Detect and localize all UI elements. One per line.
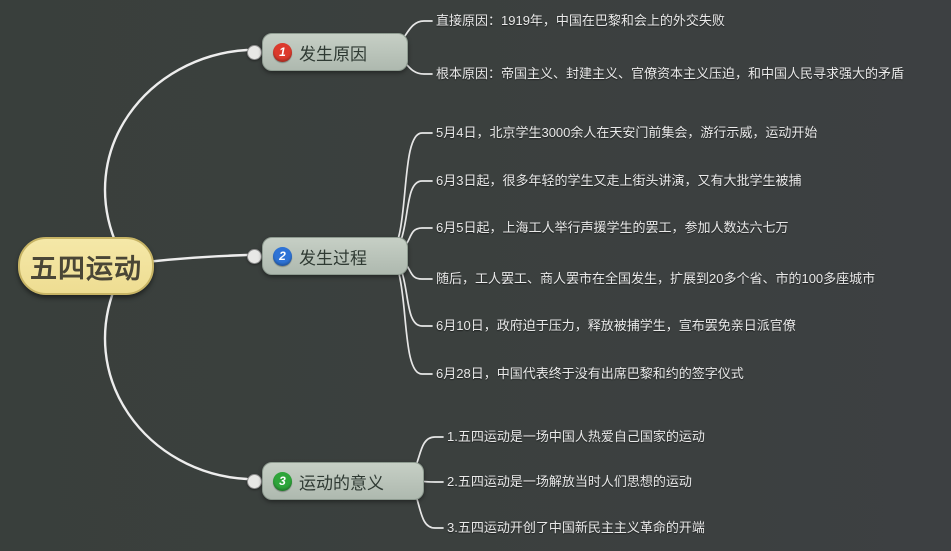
branch-label-causes: 发生原因 (299, 44, 367, 64)
leaf-meaning-revolution[interactable]: 3.五四运动开创了中国新民主主义革命的开端 (447, 520, 705, 535)
leaf-process-jun10[interactable]: 6月10日，政府迫于压力，释放被捕学生，宣布罢免亲日派官僚 (436, 318, 796, 333)
branch-node-causes[interactable]: 1 发生原因 (262, 33, 408, 71)
root-topic-label: 五四运动 (30, 253, 142, 284)
leaf-direct-cause[interactable]: 直接原因：1919年，中国在巴黎和会上的外交失败 (436, 13, 725, 28)
priority-2-badge: 2 (273, 246, 292, 266)
priority-1-badge: 1 (273, 42, 292, 62)
branch-node-process[interactable]: 2 发生过程 (262, 237, 408, 275)
leaf-process-jun5[interactable]: 6月5日起，上海工人举行声援学生的罢工，参加人数达六七万 (436, 220, 789, 235)
collapse-handle-process[interactable] (247, 249, 262, 264)
collapse-handle-causes[interactable] (247, 45, 262, 60)
leaf-meaning-liberation[interactable]: 2.五四运动是一场解放当时人们思想的运动 (447, 474, 692, 489)
leaf-root-cause[interactable]: 根本原因：帝国主义、封建主义、官僚资本主义压迫，和中国人民寻求强大的矛盾 (436, 66, 905, 81)
branch-label-significance: 运动的意义 (299, 473, 384, 493)
leaf-process-jun28[interactable]: 6月28日，中国代表终于没有出席巴黎和约的签字仪式 (436, 366, 744, 381)
collapse-handle-significance[interactable] (247, 474, 262, 489)
branch-node-significance[interactable]: 3 运动的意义 (262, 462, 424, 500)
branch-label-process: 发生过程 (299, 248, 367, 268)
leaf-meaning-patriotic[interactable]: 1.五四运动是一场中国人热爱自己国家的运动 (447, 429, 705, 444)
leaf-process-may4[interactable]: 5月4日，北京学生3000余人在天安门前集会，游行示威，运动开始 (436, 125, 818, 140)
root-topic-node[interactable]: 五四运动 (18, 237, 154, 295)
leaf-process-jun3[interactable]: 6月3日起，很多年轻的学生又走上街头讲演，又有大批学生被捕 (436, 173, 802, 188)
priority-3-badge: 3 (273, 471, 292, 491)
leaf-process-spread[interactable]: 随后，工人罢工、商人罢市在全国发生，扩展到20多个省、市的100多座城市 (436, 271, 876, 286)
